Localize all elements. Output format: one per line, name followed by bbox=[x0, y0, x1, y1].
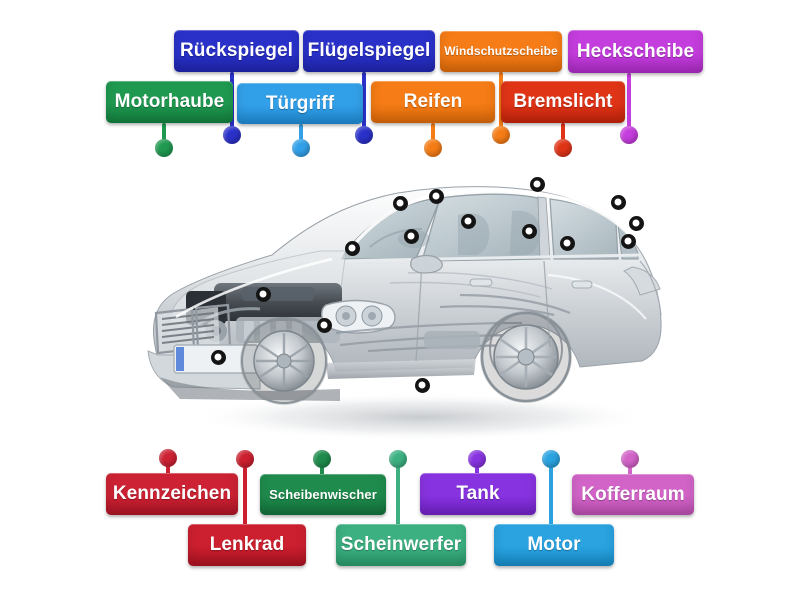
pin-knob[interactable] bbox=[492, 126, 510, 144]
pin-stem bbox=[166, 458, 170, 486]
tail-light bbox=[623, 266, 661, 296]
label-text: Rückspiegel bbox=[179, 40, 294, 62]
pin-connector-motorhaube bbox=[155, 123, 173, 157]
pin-stem bbox=[320, 459, 324, 487]
pin-stem bbox=[475, 459, 479, 486]
label-box-reifen[interactable]: Reifen bbox=[371, 81, 495, 123]
label-box-motor[interactable]: Motor bbox=[494, 524, 614, 566]
label-box-scheinwerfer[interactable]: Scheinwerfer bbox=[336, 524, 466, 566]
pin-knob[interactable] bbox=[236, 450, 254, 468]
label-text: Flügelspiegel bbox=[307, 40, 431, 62]
pin-connector-lenkrad bbox=[236, 450, 254, 542]
pin-connector-scheibenwischer bbox=[313, 450, 331, 492]
car-cutaway-illustration bbox=[147, 186, 662, 441]
label-box-bremslicht[interactable]: Bremslicht bbox=[501, 81, 625, 123]
marker-dot[interactable] bbox=[414, 377, 430, 393]
label-box-ruckspiegel[interactable]: Rückspiegel bbox=[174, 30, 299, 72]
label-box-kofferraum[interactable]: Kofferraum bbox=[572, 474, 694, 515]
pin-connector-motor bbox=[542, 450, 560, 542]
pin-knob[interactable] bbox=[313, 450, 331, 468]
label-box-flugelspiegel[interactable]: Flügelspiegel bbox=[303, 30, 435, 72]
label-text: Heckscheibe bbox=[576, 40, 695, 62]
pin-connector-kennzeichen bbox=[159, 449, 177, 491]
label-text: Reifen bbox=[403, 91, 463, 113]
pin-stem bbox=[628, 459, 632, 487]
pin-connector-heckscheibe bbox=[620, 73, 638, 144]
pin-connector-reifen bbox=[424, 123, 442, 157]
pin-knob[interactable] bbox=[424, 139, 442, 157]
marker-dot[interactable] bbox=[460, 213, 476, 229]
label-box-kennzeichen[interactable]: Kennzeichen bbox=[106, 473, 238, 515]
pin-knob[interactable] bbox=[292, 139, 310, 157]
pin-knob[interactable] bbox=[155, 139, 173, 157]
pin-stem bbox=[549, 459, 553, 537]
marker-dot[interactable] bbox=[559, 235, 575, 251]
pin-stem bbox=[396, 459, 400, 537]
marker-dot[interactable] bbox=[628, 215, 644, 231]
pin-knob[interactable] bbox=[468, 450, 486, 468]
label-box-lenkrad[interactable]: Lenkrad bbox=[188, 524, 306, 566]
marker-dot[interactable] bbox=[210, 349, 226, 365]
pin-connector-turgriff bbox=[292, 124, 310, 157]
pin-connector-tank bbox=[468, 450, 486, 491]
pin-stem bbox=[299, 124, 303, 143]
car-diagram-image bbox=[140, 155, 680, 445]
label-text: Motor bbox=[527, 534, 581, 556]
pin-knob[interactable] bbox=[542, 450, 560, 468]
pin-stem bbox=[243, 459, 247, 537]
label-text: Scheibenwischer bbox=[269, 486, 377, 502]
marker-dot[interactable] bbox=[610, 194, 626, 210]
label-text: Motorhaube bbox=[114, 91, 225, 113]
rear-wheel bbox=[480, 311, 572, 403]
label-text: Tank bbox=[456, 483, 500, 505]
label-box-windschutzscheibe[interactable]: Windschutzscheibe bbox=[440, 31, 562, 72]
door-handle bbox=[469, 278, 493, 287]
pin-knob[interactable] bbox=[554, 139, 572, 157]
pin-connector-kofferraum bbox=[621, 450, 639, 492]
label-text: Bremslicht bbox=[513, 91, 613, 113]
marker-dot[interactable] bbox=[392, 195, 408, 211]
pin-stem bbox=[431, 123, 435, 143]
pin-knob[interactable] bbox=[159, 449, 177, 467]
label-text: Windschutzscheibe bbox=[444, 44, 558, 59]
label-text: Scheinwerfer bbox=[340, 534, 462, 556]
marker-dot[interactable] bbox=[620, 233, 636, 249]
marker-dot[interactable] bbox=[344, 240, 360, 256]
label-box-motorhaube[interactable]: Motorhaube bbox=[106, 81, 233, 123]
marker-dot[interactable] bbox=[316, 317, 332, 333]
pin-stem bbox=[561, 123, 565, 143]
front-wheel bbox=[240, 317, 328, 405]
pin-knob[interactable] bbox=[223, 126, 241, 144]
marker-dot[interactable] bbox=[521, 223, 537, 239]
marker-dot[interactable] bbox=[255, 286, 271, 302]
pin-stem bbox=[362, 72, 366, 130]
pin-stem bbox=[627, 73, 631, 130]
pin-connector-bremslicht bbox=[554, 123, 572, 157]
label-box-turgriff[interactable]: Türgriff bbox=[237, 83, 363, 124]
label-box-heckscheibe[interactable]: Heckscheibe bbox=[568, 30, 703, 73]
marker-dot[interactable] bbox=[529, 176, 545, 192]
pin-stem bbox=[162, 123, 166, 143]
pin-knob[interactable] bbox=[621, 450, 639, 468]
label-box-tank[interactable]: Tank bbox=[420, 473, 536, 515]
rear-door-handle bbox=[571, 280, 593, 289]
label-text: Kofferraum bbox=[581, 483, 685, 505]
pin-knob[interactable] bbox=[355, 126, 373, 144]
label-text: Türgriff bbox=[265, 92, 335, 114]
label-text: Kennzeichen bbox=[112, 483, 232, 505]
marker-dot[interactable] bbox=[428, 188, 444, 204]
pin-connector-scheinwerfer bbox=[389, 450, 407, 542]
pin-connector-flugelspiegel bbox=[355, 72, 373, 144]
pin-knob[interactable] bbox=[620, 126, 638, 144]
marker-dot[interactable] bbox=[403, 228, 419, 244]
pin-knob[interactable] bbox=[389, 450, 407, 468]
label-text: Lenkrad bbox=[209, 534, 285, 556]
wing-mirror bbox=[410, 254, 443, 274]
label-box-scheibenwischer[interactable]: Scheibenwischer bbox=[260, 474, 386, 515]
fuel-tank-shape bbox=[424, 331, 480, 349]
